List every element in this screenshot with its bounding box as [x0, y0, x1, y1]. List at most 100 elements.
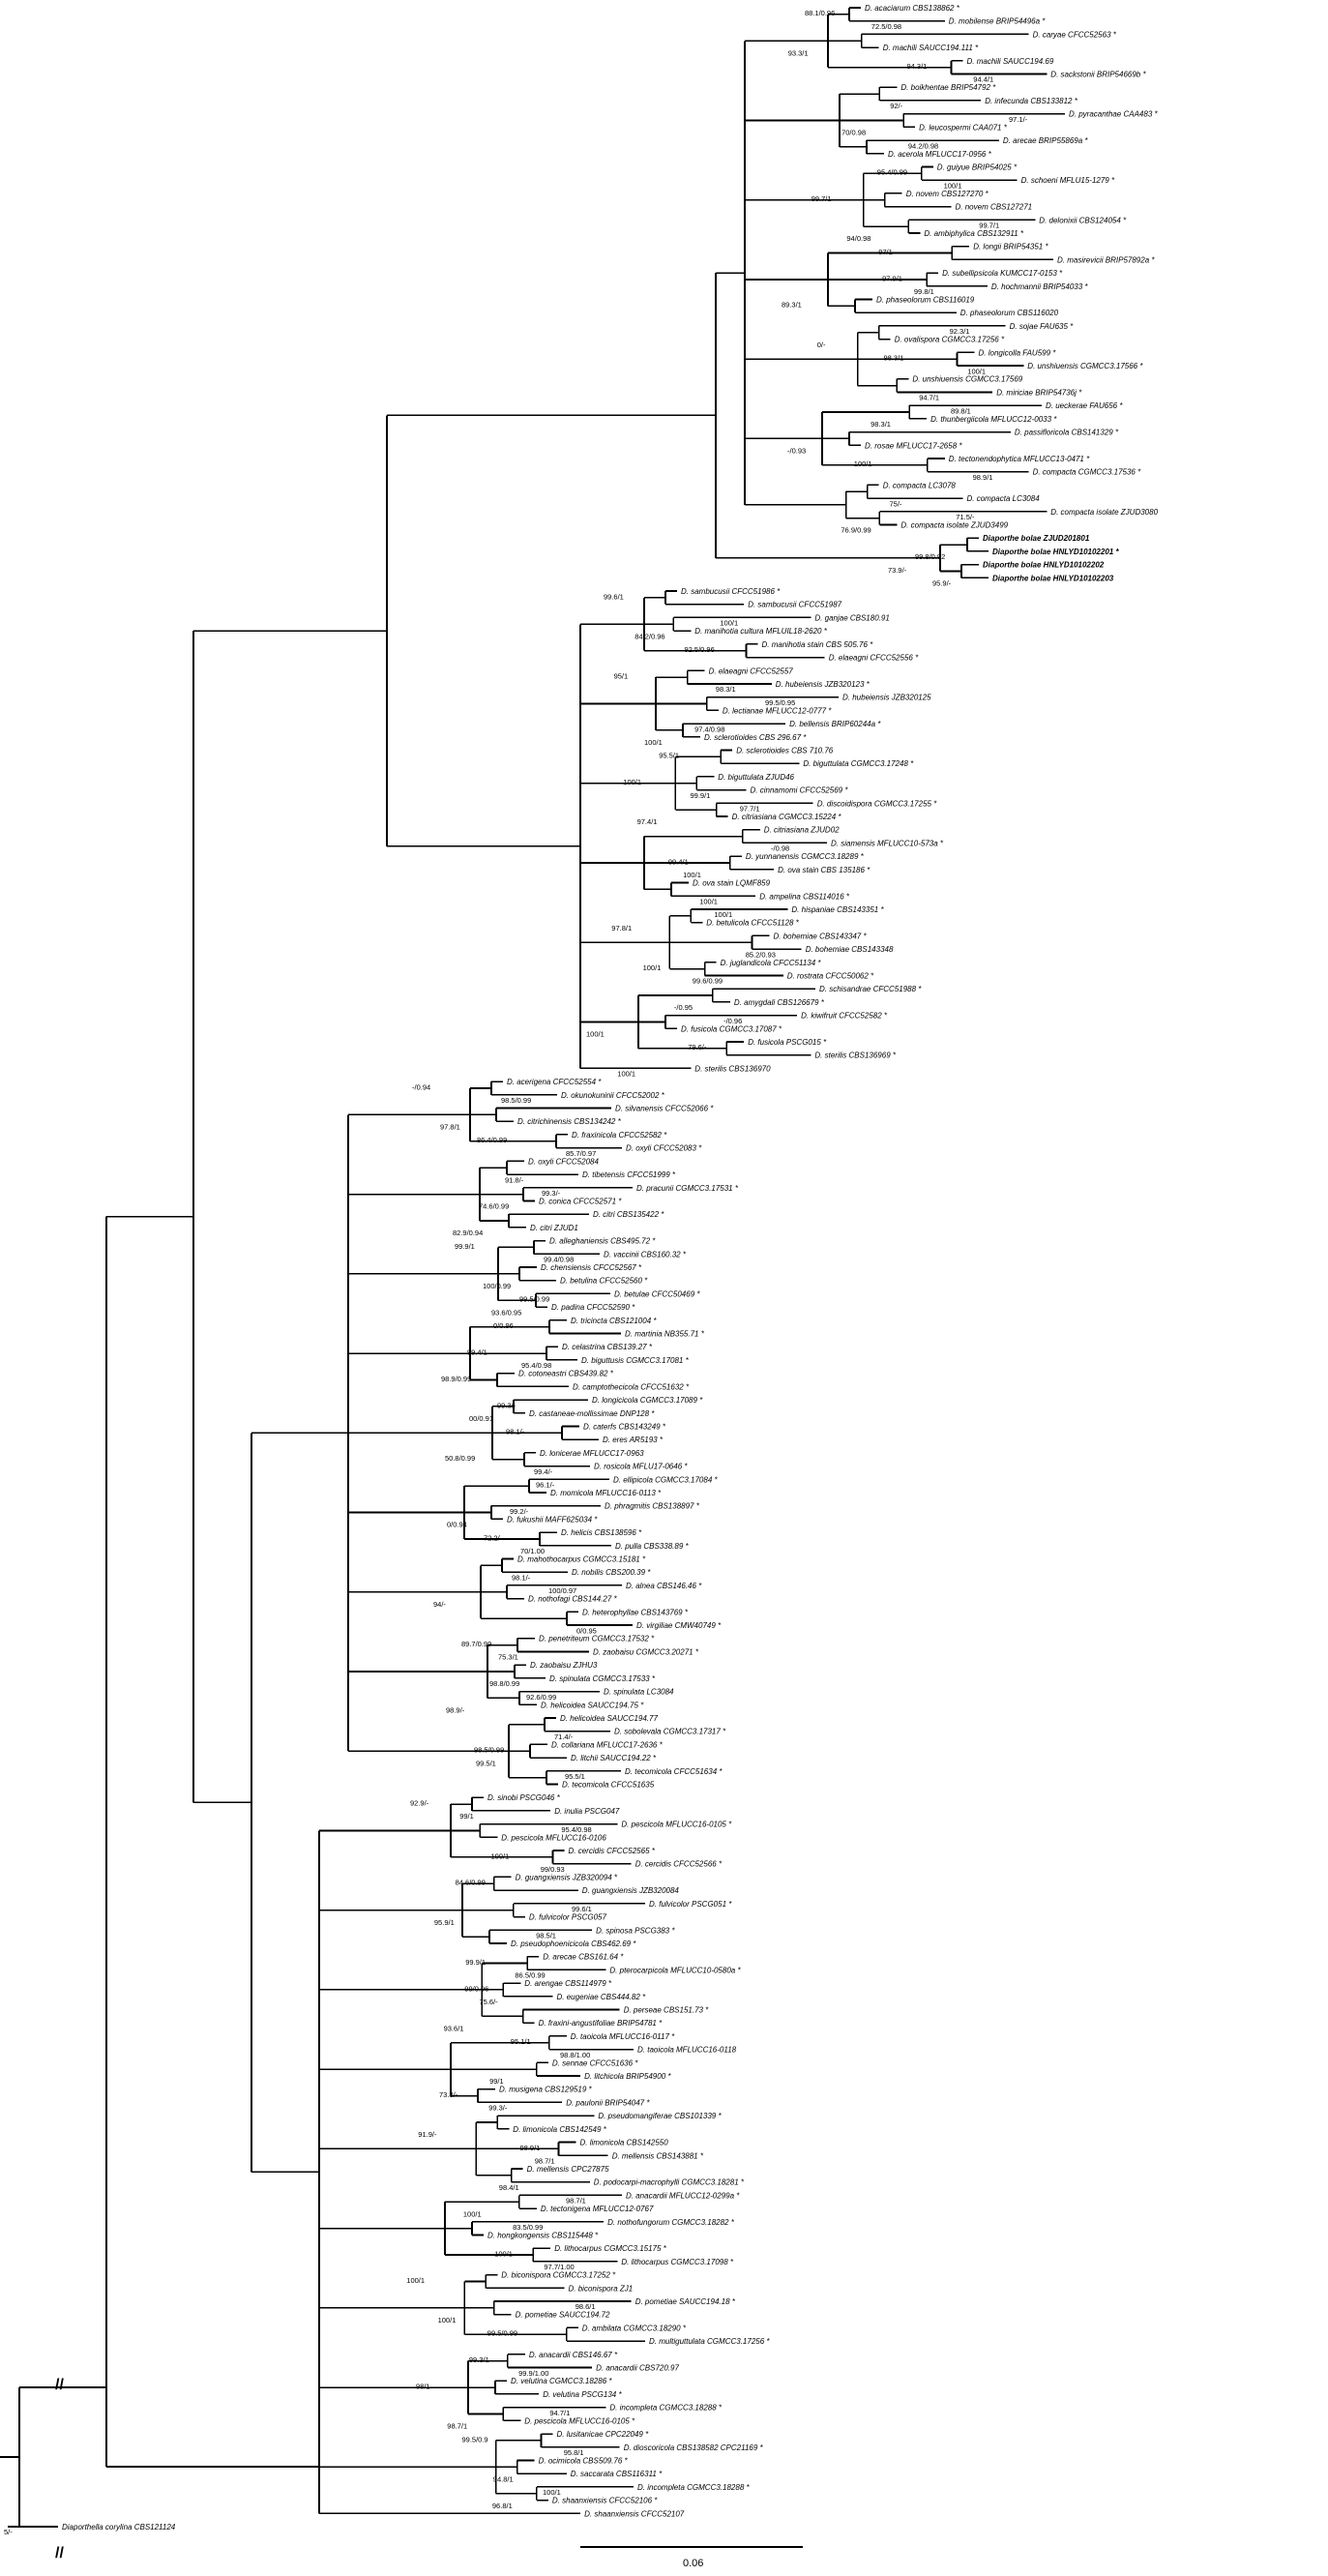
leaf-label: D. schoeni MFLU15-1279 * [1021, 176, 1115, 185]
leaf-label: D. masirevicii BRIP57892a * [1057, 255, 1155, 264]
leaf-label: D. vaccinii CBS160.32 * [604, 1250, 687, 1258]
leaf-label: D. pescicola MFLUCC16-0106 [501, 1833, 606, 1842]
leaf-label: D. pometiae SAUCC194.18 * [635, 2297, 736, 2306]
leaf-label: D. zaobaisu ZJHU3 [530, 1661, 598, 1670]
support-value: 91.9/- [418, 2130, 437, 2139]
leaf-label: D. arengae CBS114979 * [524, 1979, 612, 1988]
leaf-label: D. silvanensis CFCC52066 * [615, 1105, 714, 1113]
leaf-label: D. passifloricola CBS141329 * [1015, 429, 1119, 437]
leaf-labels: D. acaciarum CBS138862 *D. mobilense BRI… [62, 4, 1159, 2532]
support-value: 76.9/0.99 [841, 526, 871, 535]
leaf-label: D. acerola MFLUCC17-0956 * [888, 150, 992, 159]
leaf-label: D. hongkongensis CBS115448 * [487, 2231, 599, 2239]
leaf-label: D. boikhentae BRIP54792 * [900, 83, 996, 92]
support-value: 95/1 [614, 671, 629, 680]
leaf-label: D. betulae CFCC50469 * [614, 1289, 700, 1298]
support-value: 82.9/0.94 [453, 1229, 483, 1237]
leaf-label: D. citriasiana CGMCC3.15224 * [732, 813, 842, 821]
leaf-label: D. cinnamomi CFCC52569 * [751, 786, 849, 795]
leaf-label-novel: Diaporthe bolae HNLYD10102203 [992, 574, 1114, 582]
support-value: -/0.96 [723, 1017, 742, 1025]
leaf-label: D. tibetensis CFCC51999 * [582, 1170, 676, 1179]
leaf-label: D. nobilis CBS200.39 * [572, 1568, 651, 1577]
leaf-label: D. velutina PSCG134 * [543, 2390, 622, 2399]
leaf-label: D. chensiensis CFCC52567 * [541, 1263, 642, 1272]
support-value: 100/1 [463, 2209, 482, 2218]
leaf-label: D. sterilis CBS136970 [694, 1064, 771, 1073]
support-value: 98.5/1 [536, 1931, 556, 1939]
support-value: 94/- [433, 1600, 446, 1609]
leaf-label: D. thunbergiicola MFLUCC12-0033 * [930, 415, 1057, 424]
support-value: 92/- [890, 102, 902, 110]
support-value: -/0.98 [771, 844, 789, 853]
leaf-label: D. guangxiensis JZB320094 * [516, 1873, 618, 1881]
leaf-label: D. novem CBS127270 * [906, 190, 989, 198]
support-value: 88.1/0.96 [805, 9, 835, 17]
leaf-label: D. conica CFCC52571 * [539, 1197, 622, 1205]
support-value: 95.5/1 [659, 752, 679, 760]
leaf-label: D. anacardii CBS146.67 * [529, 2351, 618, 2359]
leaf-label: D. pescicola MFLUCC16-0105 * [621, 1821, 732, 1829]
support-value: 71.4/- [554, 1732, 574, 1741]
leaf-label: D. pterocarpicola MFLUCC10-0580a * [609, 1966, 741, 1974]
support-value: 98.7/1 [447, 2422, 467, 2431]
support-value: 100/1 [494, 2249, 513, 2258]
support-value: 98.8/0.99 [489, 1679, 519, 1688]
leaf-label: D. cercidis CFCC52566 * [635, 1860, 723, 1869]
leaf-label: D. longii BRIP54351 * [973, 243, 1048, 252]
leaf-label: D. ellipicola CGMCC3.17084 * [613, 1475, 718, 1484]
support-value: 0/- [817, 341, 826, 349]
leaf-label: D. taoicola MFLUCC16-0118 [637, 2046, 737, 2055]
support-value: 99.8/0.92 [915, 552, 945, 561]
leaf-label: D. musigena CBS129519 * [499, 2086, 593, 2094]
support-value: 70/1.00 [520, 1547, 545, 1555]
support-value: 99.6/1 [604, 592, 624, 601]
leaf-label: D. oxyli CFCC52083 * [626, 1144, 702, 1153]
support-value: 99.5/1 [476, 1759, 496, 1767]
leaf-label: D. litchii SAUCC194.22 * [571, 1754, 657, 1762]
leaf-label: D. dioscoricola CBS138582 CPC21169 * [624, 2443, 764, 2452]
support-value: 99.5/0.95 [765, 698, 795, 707]
support-value: 72.5/0.98 [871, 22, 901, 31]
leaf-label: D. sterilis CBS136969 * [814, 1051, 896, 1060]
leaf-label: D. nothofagi CBS144.27 * [528, 1595, 618, 1604]
leaf-label: D. biguttusis CGMCC3.17081 * [581, 1356, 690, 1365]
leaf-label: D. anacardii MFLUCC12-0299a * [626, 2191, 740, 2200]
support-value: 100/1 [854, 459, 872, 468]
leaf-label: D. yunnanensis CGMCC3.18289 * [746, 852, 865, 861]
support-value: 100/0.97 [548, 1586, 576, 1595]
leaf-label: D. biconispora ZJ1 [569, 2284, 634, 2293]
leaf-label: D. biguttulata CGMCC3.17248 * [803, 759, 914, 768]
leaf-label: D. compacta isolate ZJUD3499 [900, 521, 1008, 530]
support-value: 97.8/1 [440, 1122, 460, 1131]
leaf-label: D. virgiliae CMW40749 * [636, 1621, 722, 1630]
leaf-label: D. subellipsicola KUMCC17-0153 * [942, 269, 1063, 278]
leaf-label: D. caterfs CBS143249 * [583, 1422, 666, 1431]
support-value: 100/1 [406, 2276, 425, 2285]
leaf-label: D. lithocarpus CGMCC3.15175 * [554, 2244, 666, 2253]
support-value: 94/0.98 [846, 234, 871, 243]
leaf-label: D. bohemiae CBS143347 * [774, 932, 868, 940]
support-value: 86.4/0.99 [477, 1136, 507, 1144]
leaf-label: D. pracunii CGMCC3.17531 * [636, 1184, 739, 1193]
support-value: 85.7/0.97 [566, 1149, 596, 1158]
leaf-label: D. fukushii MAFF625034 * [507, 1515, 598, 1524]
leaf-label: D. sojae FAU635 * [1010, 322, 1075, 331]
leaf-label: D. sackstonii BRIP54669b * [1050, 71, 1146, 79]
leaf-label: D. spinulata LC3084 [604, 1688, 674, 1697]
support-value: 98.9/1 [973, 473, 993, 482]
support-value: 97/1 [878, 248, 893, 256]
support-value: 70/0.98 [841, 129, 866, 137]
leaf-label: D. hochmannii BRIP54033 * [991, 282, 1089, 291]
leaf-label: D. hubeiensis JZB320125 [842, 694, 931, 702]
support-value: 99.4/- [534, 1467, 553, 1476]
leaf-label: D. delonixii CBS124054 * [1039, 216, 1127, 224]
support-value: 98/1 [416, 2382, 430, 2390]
leaf-label: D. eugeniae CBS444.82 * [557, 1993, 647, 2001]
leaf-label: D. pseudomangiferae CBS101339 * [598, 2112, 722, 2120]
support-value: 99.5/0.99 [487, 2329, 517, 2338]
support-value: 100/1 [491, 1851, 510, 1860]
leaf-label: D. biguttulata ZJUD46 [718, 773, 794, 782]
support-value: -/0.93 [787, 446, 806, 455]
